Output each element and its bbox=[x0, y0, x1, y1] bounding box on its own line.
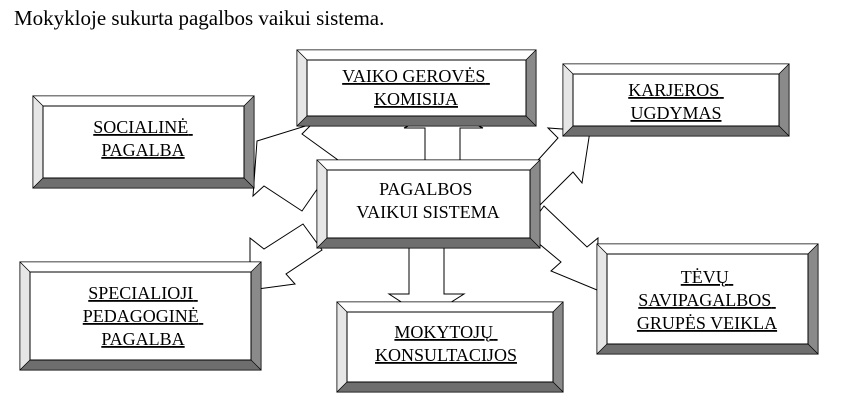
box-specialioji-pedagogine-pagalba: SPECIALIOJI PEDAGOGINĖ PAGALBA bbox=[19, 261, 262, 371]
box-tevu-savipagalbos-grupes-veikla: TĖVŲ SAVIPAGALBOS GRUPĖS VEIKLA bbox=[596, 243, 819, 355]
box-mokytoju-konsultacijos: MOKYTOJŲ KONSULTACIJOS bbox=[336, 301, 564, 393]
arrow-to-specialioji-pedagogine-pagalba bbox=[249, 223, 323, 291]
page-title: Mokykloje sukurta pagalbos vaikui sistem… bbox=[14, 6, 385, 30]
box-label-karjeros-ugdymas: KARJEROS UGDYMAS bbox=[628, 80, 724, 123]
box-socialine-pagalba: SOCIALINĖ PAGALBA bbox=[32, 95, 255, 189]
box-label-vaiko-geroves-komisija: VAIKO GEROVĖS KOMISIJA bbox=[342, 66, 490, 109]
box-label-mokytoju-konsultacijos: MOKYTOJŲ KONSULTACIJOS bbox=[375, 322, 517, 365]
box-center-pagalbos-vaikui-sistema: PAGALBOS VAIKUI SISTEMA bbox=[316, 159, 541, 249]
box-label-tevu-savipagalbos-grupes-veikla: TĖVŲ SAVIPAGALBOS GRUPĖS VEIKLA bbox=[637, 267, 777, 333]
box-label-center: PAGALBOS VAIKUI SISTEMA bbox=[356, 179, 499, 222]
box-label-specialioji-pedagogine-pagalba: SPECIALIOJI PEDAGOGINĖ PAGALBA bbox=[83, 283, 204, 349]
box-karjeros-ugdymas: KARJEROS UGDYMAS bbox=[562, 63, 790, 137]
box-label-socialine-pagalba: SOCIALINĖ PAGALBA bbox=[93, 117, 193, 160]
box-vaiko-geroves-komisija: VAIKO GEROVĖS KOMISIJA bbox=[296, 49, 537, 127]
